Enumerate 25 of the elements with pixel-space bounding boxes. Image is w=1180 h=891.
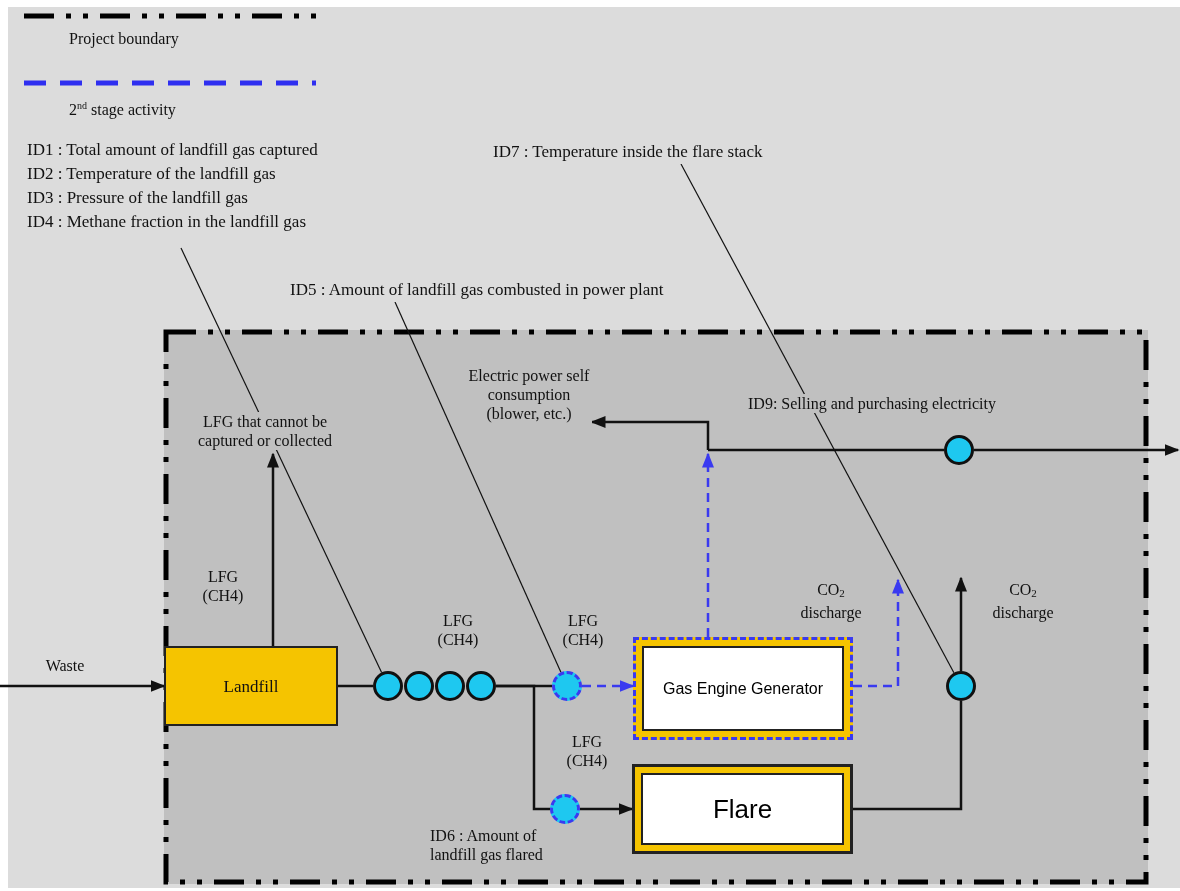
annotation-text: ID6 : Amount of landfill gas flared — [430, 826, 544, 864]
legend-label: 2$^{nd}$ stage activity — [69, 99, 176, 120]
leader-line — [180, 247, 383, 673]
arrow — [267, 452, 279, 646]
process-box — [633, 637, 853, 740]
arrow — [0, 680, 166, 692]
legend-label: Project boundary — [69, 29, 179, 48]
box-label: Landfill — [223, 676, 279, 696]
flow-line — [708, 448, 944, 452]
leader-line — [680, 163, 955, 674]
process-box — [632, 764, 853, 854]
leader-line — [394, 301, 562, 673]
arrow — [580, 803, 634, 815]
arrow — [955, 576, 967, 671]
arrow — [974, 444, 1180, 456]
box-label: Flare — [641, 773, 844, 845]
arrow — [582, 680, 635, 692]
annotation-text: Electric power self consumption (blower, etc.) — [466, 366, 592, 423]
flow-line — [853, 701, 963, 811]
flow-line — [338, 684, 373, 688]
arrow — [702, 452, 714, 637]
flow-line — [496, 684, 550, 811]
process-box — [164, 646, 338, 726]
box-label: Gas Engine Generator — [642, 646, 844, 731]
arrow — [853, 578, 904, 688]
